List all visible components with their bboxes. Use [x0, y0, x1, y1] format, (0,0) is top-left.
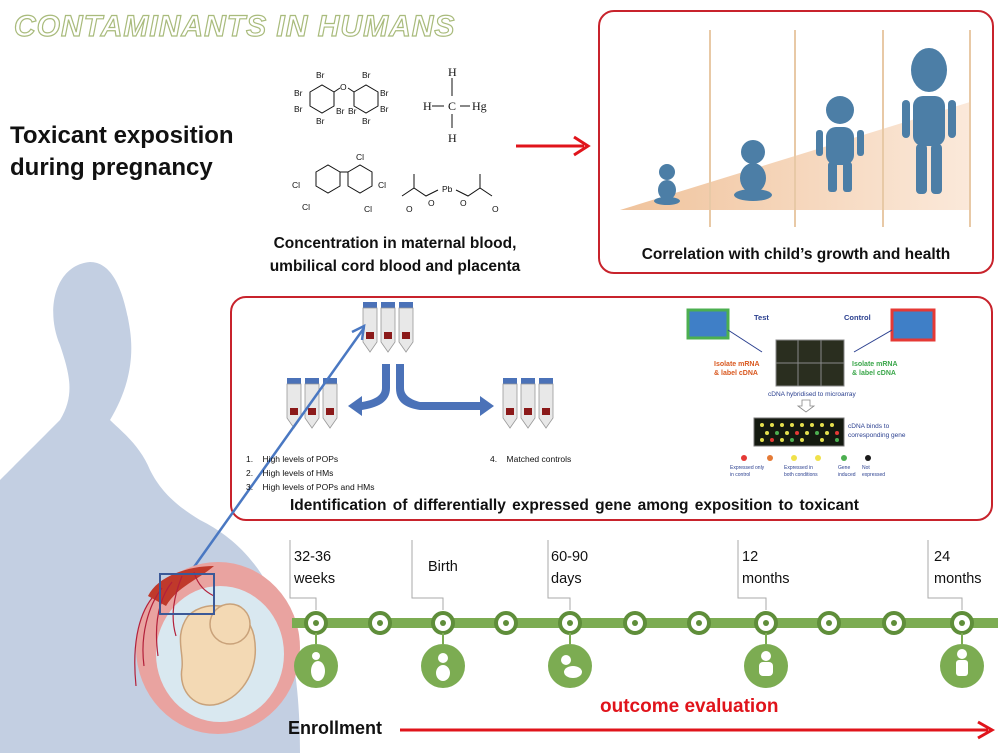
mehg-c: C — [448, 99, 456, 113]
isolate-right-2: & label cDNA — [852, 370, 896, 377]
timeline-label-days: 60-90 days — [551, 549, 589, 587]
child-growth-illustration — [620, 30, 971, 227]
pbde-br-9: Br — [380, 104, 389, 114]
group-item-2: 2. High levels of HMs — [246, 468, 334, 478]
pbde-br-5: Br — [336, 106, 345, 116]
microarray-legend: Expressed only in control Expressed in b… — [730, 455, 885, 478]
pbde-br-1: Br — [316, 70, 325, 80]
gene-label: Identification of differentially express… — [290, 497, 859, 514]
group-item-1: 1. High levels of POPs — [246, 454, 339, 464]
mehg-h-top: H — [448, 65, 457, 79]
toxicant-heading-line-1: Toxicant exposition — [10, 122, 234, 149]
page-title: CONTAMINANTS IN HUMANS — [13, 9, 456, 43]
binds-line-2: corresponding gene — [848, 432, 906, 439]
test-sample-image — [686, 308, 730, 340]
timeline-label-weeks: 32-36 weeks — [294, 549, 336, 587]
placenta-zoom-box — [159, 573, 215, 615]
pbde-br-6: Br — [348, 106, 357, 116]
outcome-arrow-icon — [400, 720, 996, 740]
outcome-evaluation-label: outcome evaluation — [600, 696, 779, 717]
pbde-br-8: Br — [380, 88, 389, 98]
pbde-br-3: Br — [294, 104, 303, 114]
pcb-cl-4: Cl — [378, 180, 386, 190]
infant-stage-icon — [548, 644, 592, 688]
timeline-bar — [289, 540, 998, 688]
controls-item: 4. Matched controls — [490, 454, 572, 464]
chemical-structures: O Br Br Br Br Br Br Br Br Br Br H H C Hg… — [292, 65, 499, 214]
lead-o-2: O — [428, 198, 435, 208]
lead-o-1: O — [406, 204, 413, 214]
pbde-br-10: Br — [362, 116, 371, 126]
pbde-br-4: Br — [316, 116, 325, 126]
timeline-label-12-months: 12 months — [742, 549, 790, 587]
pcb-cl-2: Cl — [302, 202, 310, 212]
toxicant-heading: Toxicant exposition during pregnancy — [10, 120, 234, 184]
pcb-structure — [315, 164, 373, 194]
red-arrow-icon — [516, 135, 591, 157]
isolate-left-1: Isolate mRNA — [714, 361, 760, 368]
uterus-fetus-illustration — [134, 562, 300, 734]
lead-o-3: O — [460, 198, 467, 208]
hybridised-label: cDNA hybridised to microarray — [768, 391, 857, 398]
pbde-br-2: Br — [294, 88, 303, 98]
mehg-hg: Hg — [472, 99, 487, 113]
placenta-icon — [148, 566, 214, 606]
pbde-br-7: Br — [362, 70, 371, 80]
toddler-icon — [816, 96, 864, 192]
binds-line-1: cDNA binds to — [848, 423, 890, 430]
concentration-label: Concentration in maternal blood, umbilic… — [250, 232, 540, 278]
mehg-h-bottom: H — [448, 131, 457, 145]
gene-expression-panel — [230, 296, 993, 521]
microarray-slide — [775, 339, 845, 387]
group-item-3: 3. High levels of POPs and HMs — [246, 482, 375, 492]
lead-pb: Pb — [442, 184, 453, 194]
lead-o-4: O — [492, 204, 499, 214]
pbde-structure — [309, 84, 379, 114]
isolate-right-1: Isolate mRNA — [852, 361, 898, 368]
down-arrow-icon — [796, 399, 816, 413]
legend-0-line-2: in control — [730, 472, 750, 478]
legend-1-line-2: both conditions — [784, 472, 818, 478]
lead-acetate-structure — [401, 174, 493, 197]
growth-label: Correlation with child’s growth and heal… — [641, 246, 951, 263]
pcb-cl-1: Cl — [292, 180, 300, 190]
control-label: Control — [844, 313, 871, 322]
timeline-label-24-months: 24 months — [934, 549, 982, 587]
toxicant-heading-line-2: during pregnancy — [10, 154, 213, 181]
isolate-left-2: & label cDNA — [714, 370, 758, 377]
legend-3-line-1: Not — [862, 465, 870, 471]
pcb-cl-3: Cl — [356, 152, 364, 162]
child-icon — [902, 48, 956, 194]
legend-2-line-2: induced — [838, 472, 856, 478]
pbde-o: O — [340, 82, 347, 92]
legend-1-line-1: Expressed in — [784, 465, 813, 471]
legend-2-line-1: Gene — [838, 465, 850, 471]
gene-spot-array — [753, 417, 845, 447]
timeline-label-birth: Birth — [428, 559, 458, 575]
pcb-cl-5: Cl — [364, 204, 372, 214]
legend-0-line-1: Expressed only — [730, 465, 765, 471]
sample-tubes-illustration — [286, 301, 554, 429]
group-list: 1. High levels of POPs 2. High levels of… — [246, 452, 375, 494]
enrollment-label: Enrollment — [288, 718, 383, 738]
test-label: Test — [754, 313, 769, 322]
concentration-line-2: umbilical cord blood and placenta — [269, 258, 521, 275]
split-arrow-icon — [348, 364, 494, 416]
concentration-line-1: Concentration in maternal blood, — [273, 235, 517, 252]
mehg-h-left: H — [423, 99, 432, 113]
growth-panel — [598, 10, 994, 274]
legend-3-line-2: expressed — [862, 472, 885, 478]
methylmercury-structure — [432, 78, 470, 128]
control-sample-image — [890, 308, 936, 342]
infant-icon — [654, 164, 680, 205]
baby-sitting-icon — [734, 140, 772, 201]
microarray-schematic: Test Control Isolate mRNA & label cDNA I… — [686, 308, 936, 478]
